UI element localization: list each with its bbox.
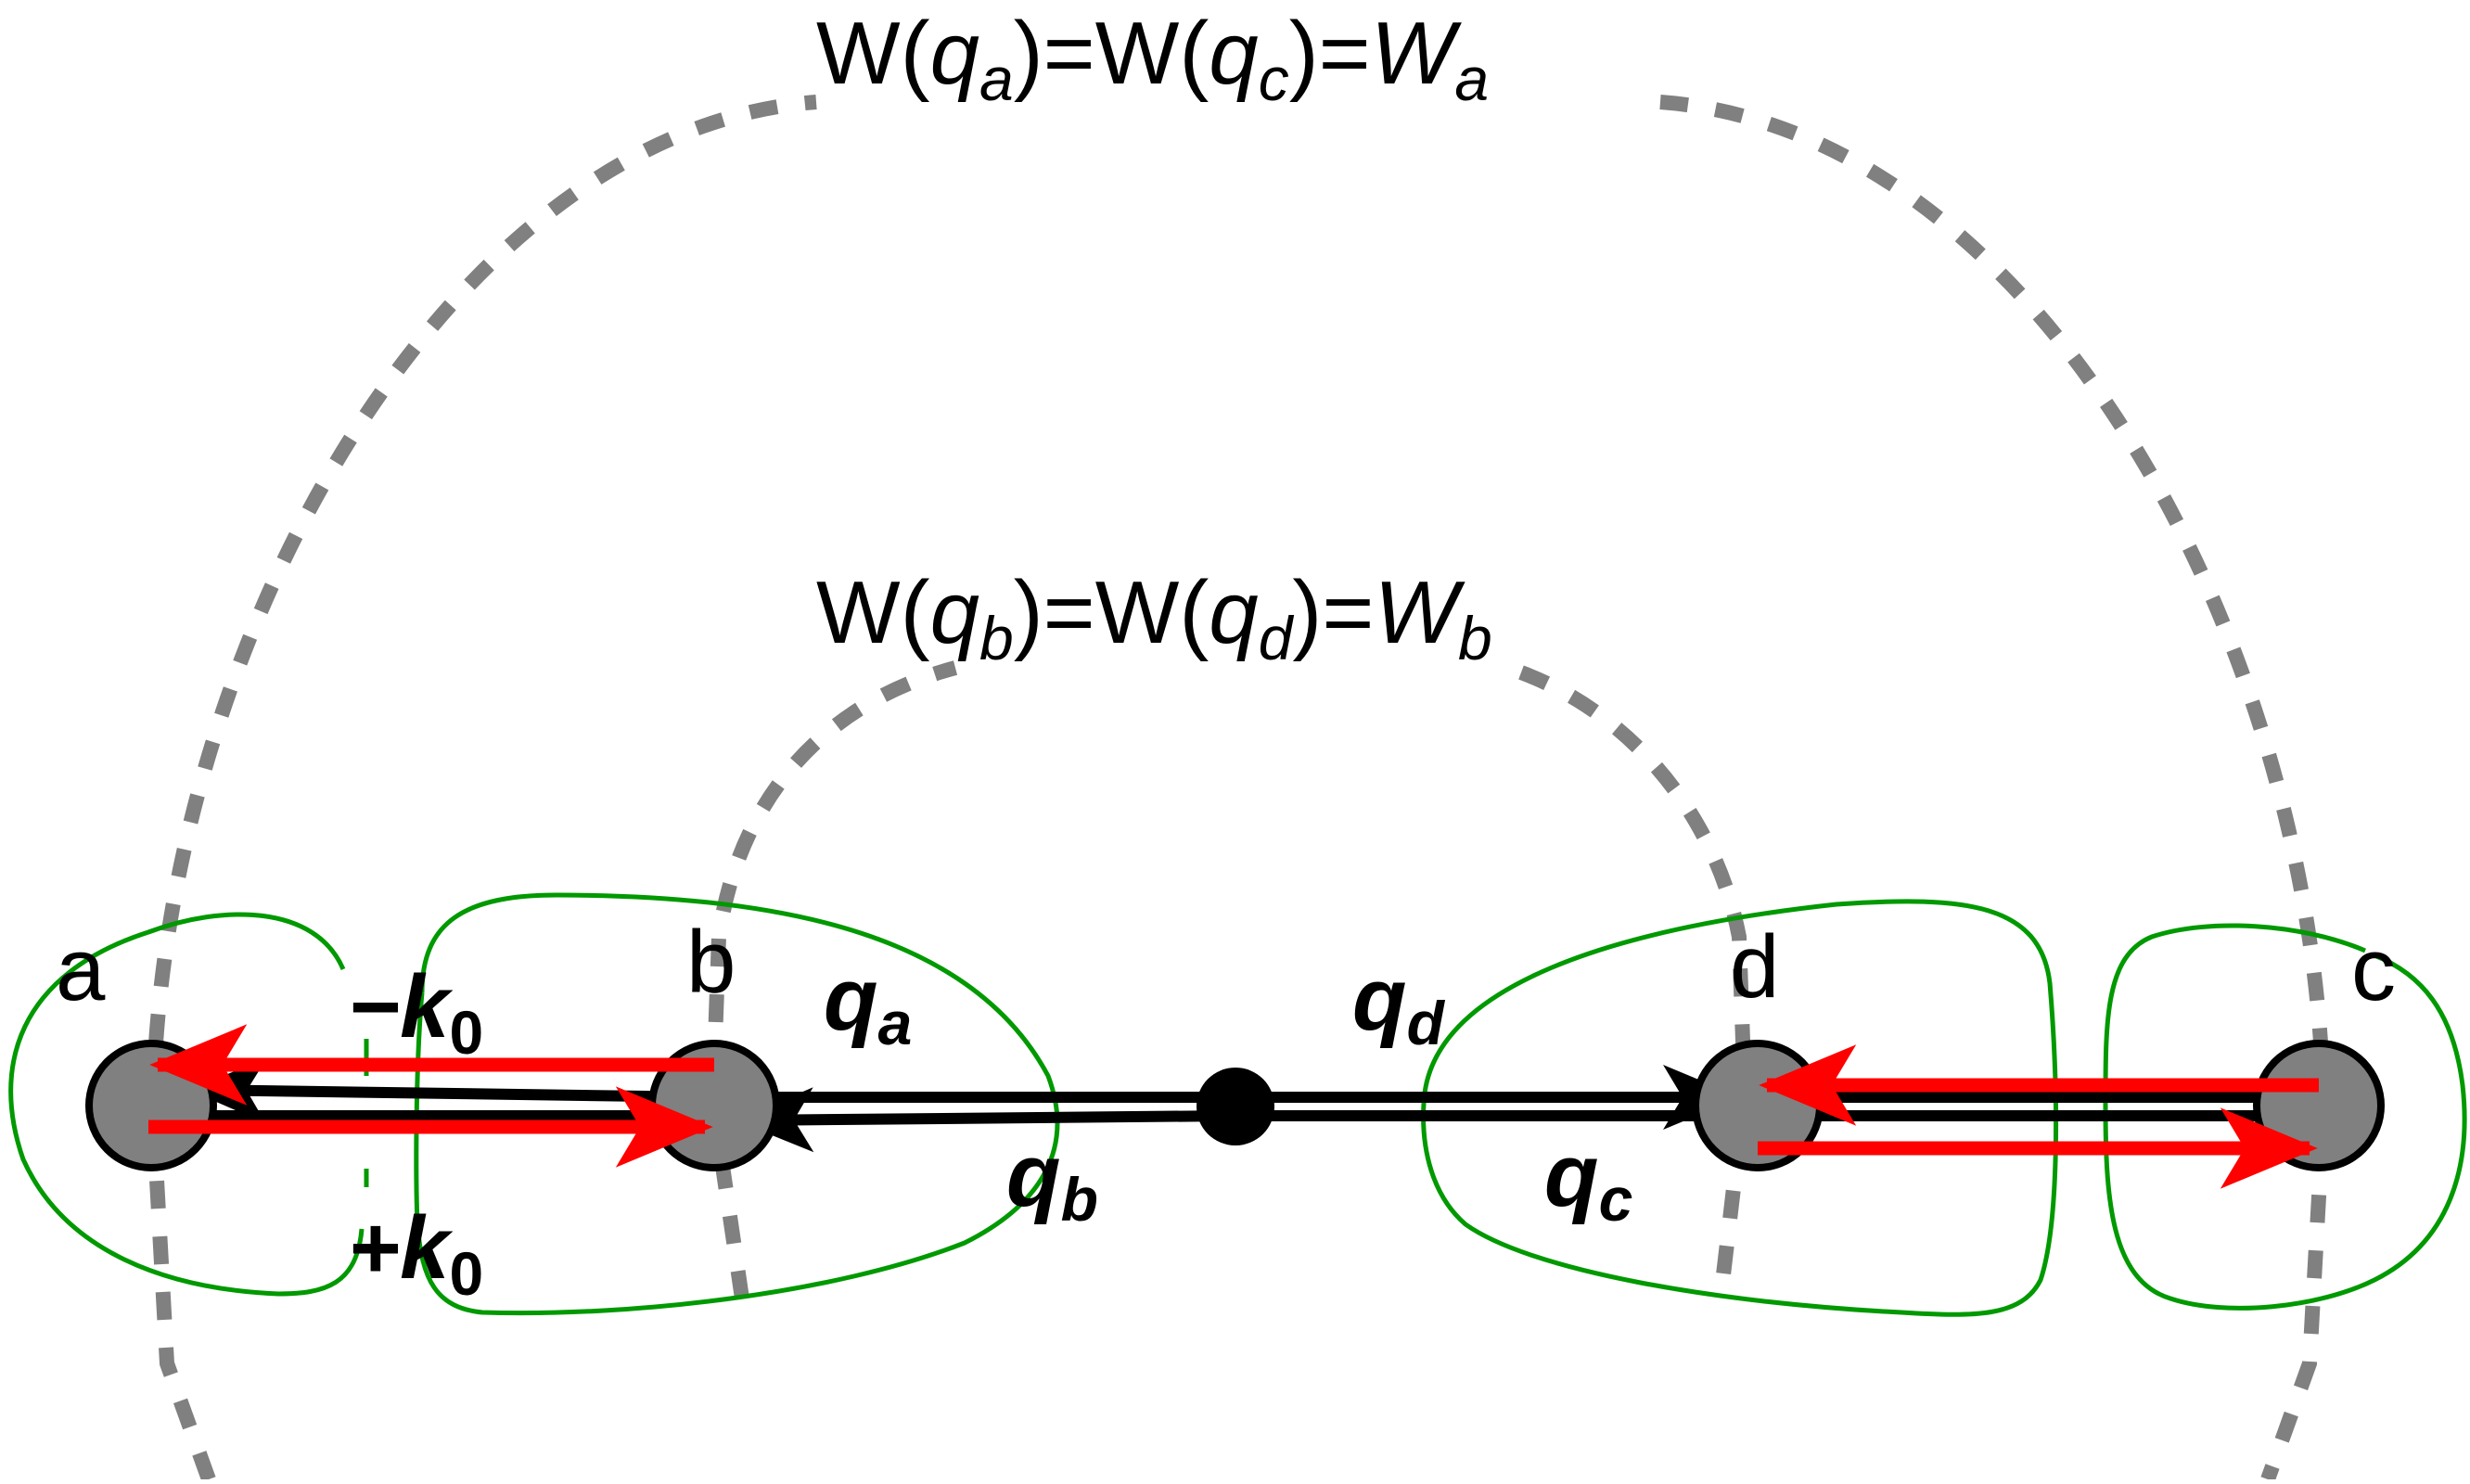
black-line-qa (188, 1058, 715, 1124)
node-label-c: c (2351, 920, 2396, 1019)
green-outline-d (1421, 899, 2059, 1317)
green-outline-b (414, 892, 1060, 1316)
label-qa: qa (824, 950, 912, 1057)
outer-equation: W(qa)=W(qc)=Wa (816, 4, 1489, 113)
label-qd: qd (1352, 950, 1446, 1057)
black-line-qb (736, 1087, 1235, 1153)
outer-dotted-circle (145, 95, 2332, 1482)
inner-equation: W(qb)=W(qd)=Wb (816, 563, 1492, 672)
label-minus-k0: −k0 (348, 957, 483, 1067)
label-qb: qb (1006, 1126, 1098, 1234)
node-label-d: d (1730, 917, 1779, 1017)
node-label-b: b (686, 913, 736, 1012)
center-dot (1197, 1068, 1274, 1145)
label-qc: qc (1544, 1126, 1632, 1234)
label-plus-k0: +k0 (348, 1198, 483, 1308)
green-outline-c (2103, 923, 2467, 1311)
inner-dotted-circle (706, 660, 1752, 1300)
green-outline-a (8, 912, 365, 1297)
node-label-a: a (56, 920, 106, 1019)
